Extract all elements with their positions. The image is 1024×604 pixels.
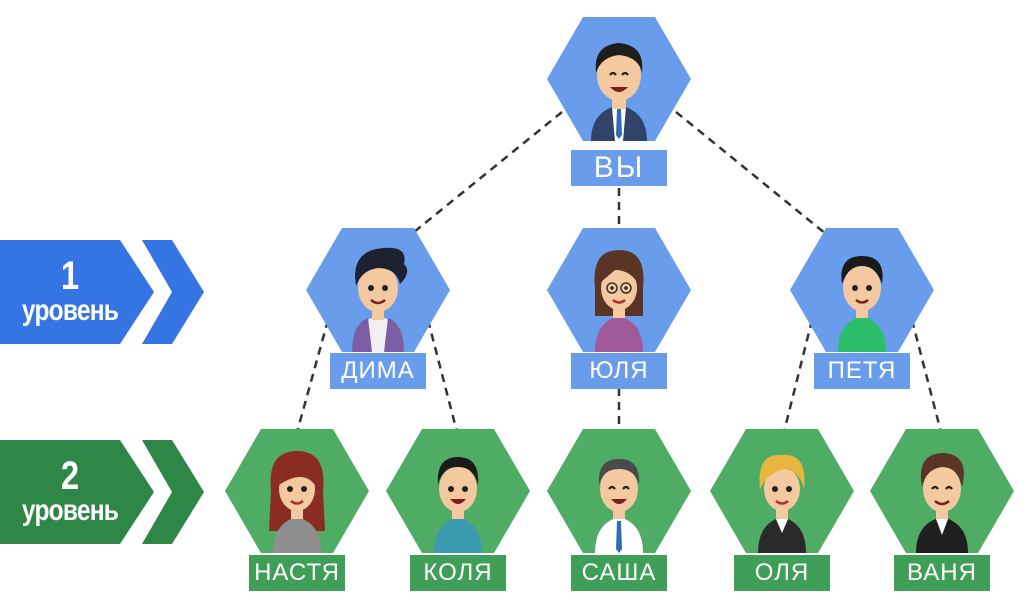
connector-root-petya xyxy=(675,111,827,235)
node-dima xyxy=(306,228,450,352)
connector-dima-kolya xyxy=(426,319,460,437)
node-petya xyxy=(790,228,934,352)
level-2-number: 2 xyxy=(60,454,80,498)
avatar-nastya xyxy=(269,451,325,553)
connectors xyxy=(294,111,944,437)
level-2-arrow xyxy=(0,440,204,544)
level-1-word: уровень xyxy=(21,294,119,327)
connector-root-dima xyxy=(413,111,563,233)
node-nastya xyxy=(225,429,369,553)
node-sasha xyxy=(547,429,691,553)
node-kolya xyxy=(386,429,530,553)
node-vanya xyxy=(870,429,1014,553)
node-yulya xyxy=(547,228,691,352)
avatar-yulya xyxy=(594,250,644,352)
connector-dima-nastya xyxy=(294,319,330,437)
name-label-vy: ВЫ xyxy=(571,150,667,186)
name-label-dima: ДИМА xyxy=(330,353,426,389)
name-label-nastya: НАСТЯ xyxy=(249,555,345,591)
level-2-word: уровень xyxy=(21,494,119,527)
name-label-vanya: ВАНЯ xyxy=(894,555,990,591)
avatar-vy xyxy=(591,43,647,141)
avatar-petya xyxy=(838,256,886,352)
name-label-kolya: КОЛЯ xyxy=(410,555,506,591)
name-label-petya: ПЕТЯ xyxy=(814,353,910,389)
node-root xyxy=(547,17,691,141)
avatar-kolya xyxy=(434,457,482,553)
node-olya xyxy=(710,429,854,553)
name-label-yulya: ЮЛЯ xyxy=(571,353,667,389)
avatar-olya xyxy=(758,454,806,553)
avatar-dima xyxy=(352,247,408,352)
avatar-vanya xyxy=(916,453,968,553)
level-1-number: 1 xyxy=(60,254,80,298)
connector-petya-olya xyxy=(781,319,814,437)
level-2-label: 2 уровень xyxy=(21,456,119,526)
level-1-arrow xyxy=(0,240,204,344)
connector-petya-vanya xyxy=(910,319,944,437)
name-label-sasha: САША xyxy=(571,555,667,591)
level-1-label: 1 уровень xyxy=(21,256,119,326)
name-label-olya: ОЛЯ xyxy=(734,555,830,591)
avatar-sasha xyxy=(595,459,643,553)
